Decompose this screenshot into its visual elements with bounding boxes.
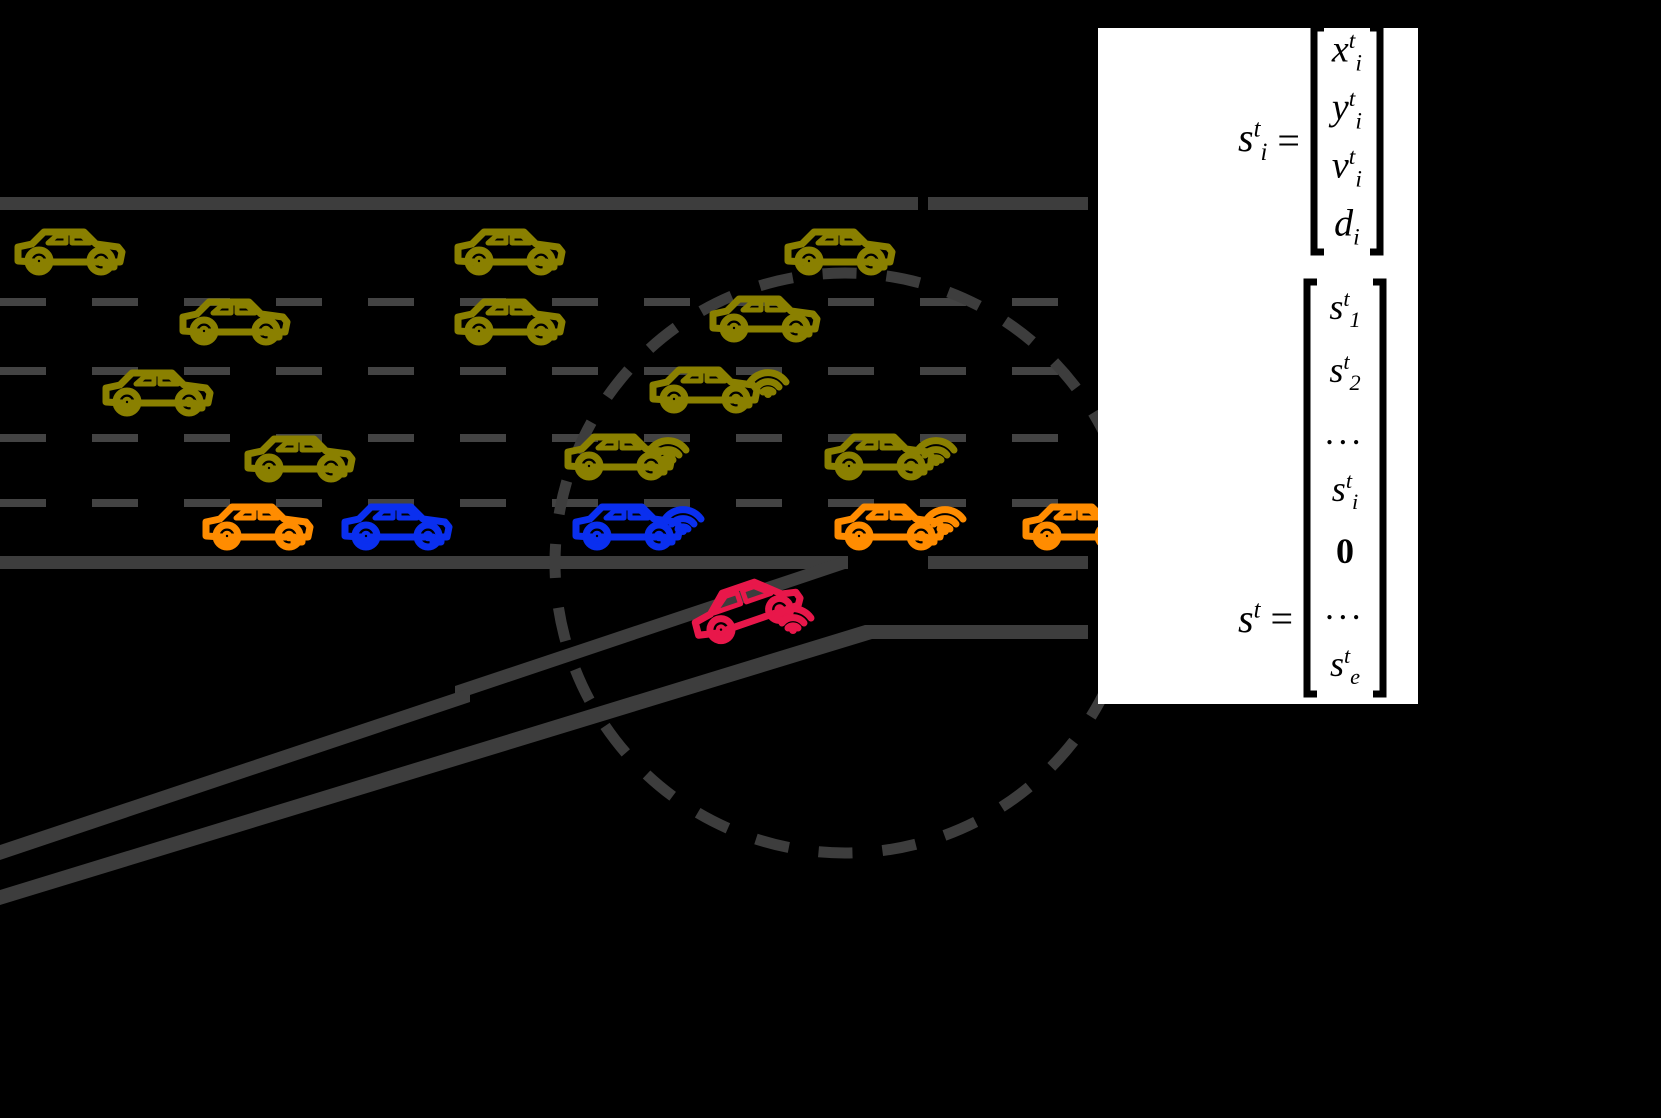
global-state-entry-1: st1 [1329, 285, 1361, 333]
vehicle-state-lhs: s [1238, 114, 1254, 160]
global-state-equals: = [1270, 596, 1294, 641]
vector-bracket-left-bottom [1303, 278, 1318, 698]
global-state-ellipsis-2: ... [1325, 586, 1365, 627]
global-state-lhs-sup: t [1253, 596, 1261, 624]
vehicle-state-entry-x: xti [1331, 28, 1362, 77]
vector-bracket-right-bottom [1373, 278, 1387, 698]
global-state-equation: st = st1 st2 ... sti 0 ... ste [1238, 278, 1387, 698]
global-state-entry-i: sti [1331, 467, 1359, 515]
vehicle-state-entry-d: di [1334, 202, 1360, 251]
global-state-entry-zero: 0 [1336, 531, 1355, 572]
equation-panel [1098, 28, 1418, 704]
on-ramp [0, 556, 1088, 905]
vehicle-state-entry-y: yti [1331, 86, 1362, 135]
vector-bracket-right-top [1369, 24, 1384, 256]
vehicle-state-entry-v: vti [1331, 144, 1362, 193]
vehicle-state-equation: sti = xti yti vti di [1238, 24, 1384, 256]
vehicle-state-lhs-sup: t [1253, 115, 1261, 143]
global-state-ellipsis-1: ... [1325, 412, 1365, 453]
vector-bracket-left-top [1310, 24, 1324, 256]
highway-top-boundary [0, 197, 1088, 210]
global-state-entry-2: st2 [1329, 349, 1361, 396]
global-state-lhs: s [1238, 596, 1254, 641]
vehicle-state-equals: = [1277, 117, 1300, 163]
global-state-entry-e: ste [1329, 642, 1361, 689]
vehicle-state-lhs-sub: i [1260, 138, 1268, 166]
highway-bottom-boundary [0, 556, 1088, 569]
